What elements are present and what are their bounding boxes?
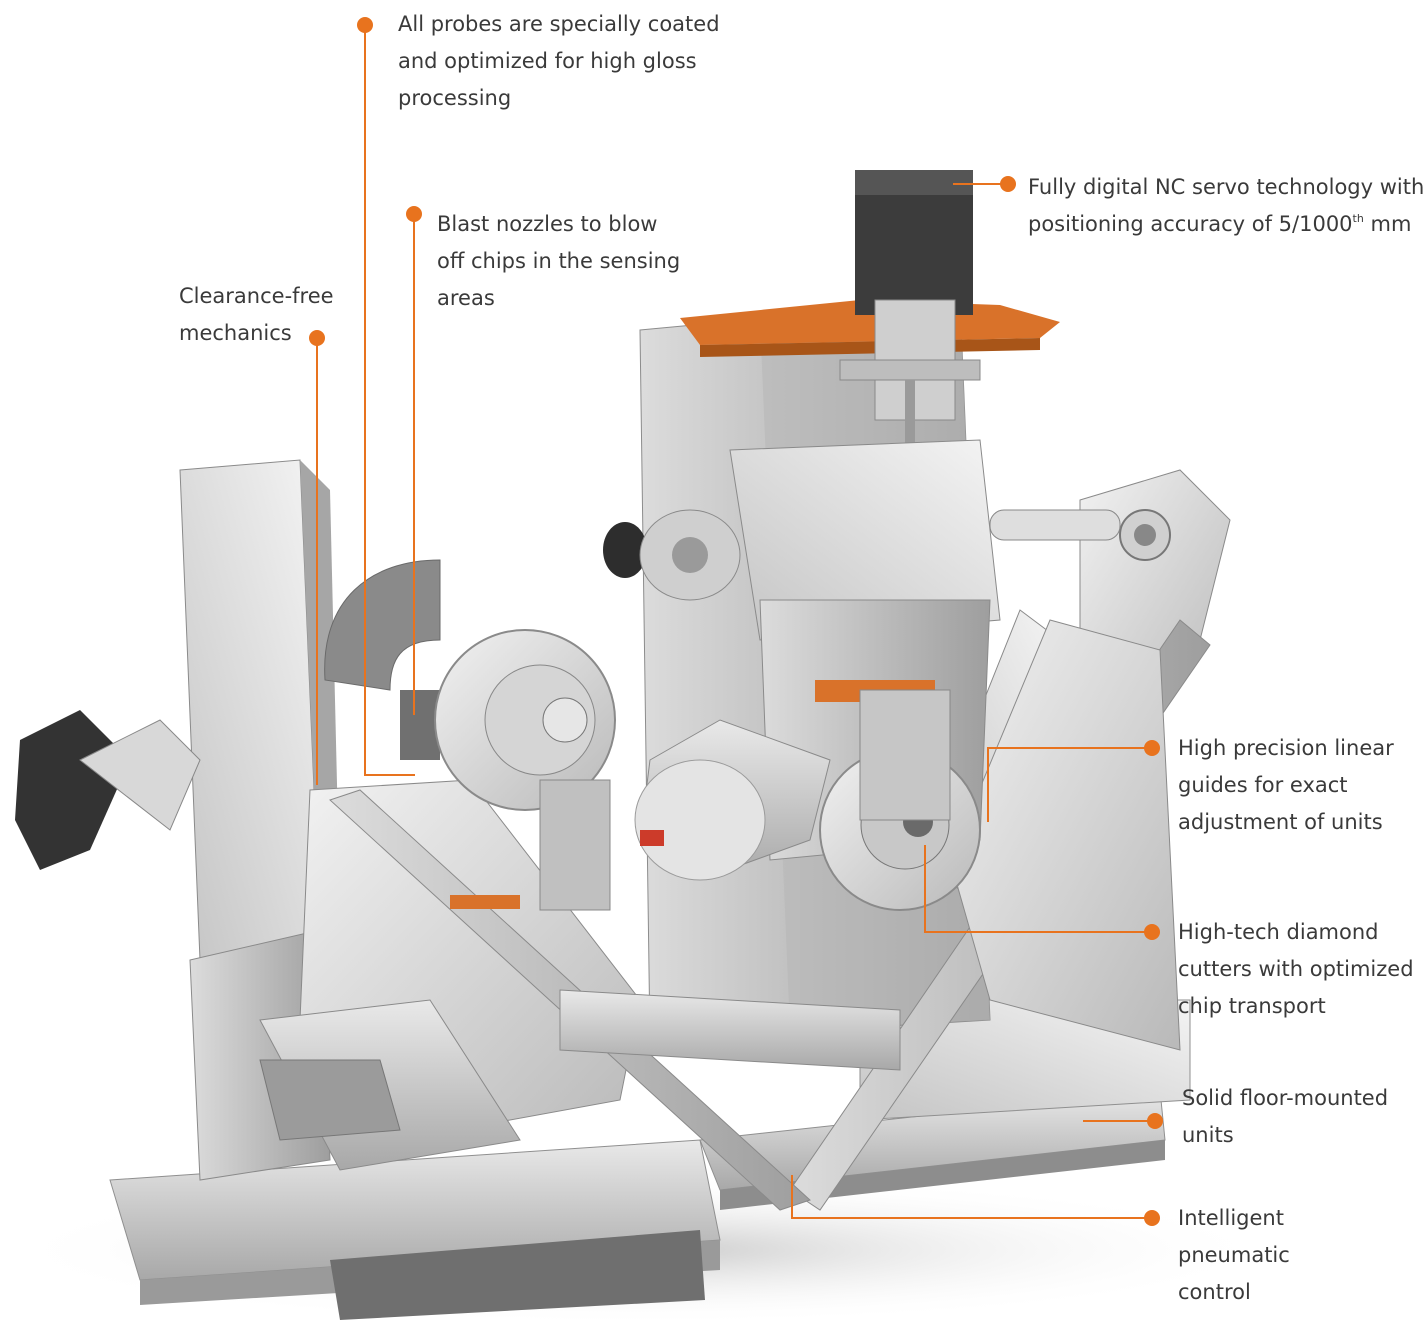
label-floor-mounted: Solid floor-mounted units (1182, 1080, 1388, 1154)
label-nc-servo-suffix: mm (1363, 212, 1412, 236)
label-linear-line: High precision linear (1178, 736, 1394, 760)
label-blast-line: off chips in the sensing (437, 249, 681, 273)
label-clearance-free: Clearance-free mechanics (179, 278, 334, 352)
label-linear-line: guides for exact (1178, 773, 1348, 797)
label-blast-line: areas (437, 286, 495, 310)
label-nc-servo: Fully digital NC servo technology with p… (1028, 169, 1424, 243)
label-pneumatic-control: Intelligent pneumatic control (1178, 1200, 1290, 1311)
label-clearance-line: Clearance-free (179, 284, 334, 308)
label-nc-servo-prefix: positioning accuracy of 5/1000 (1028, 212, 1353, 236)
label-blast-nozzles: Blast nozzles to blow off chips in the s… (437, 206, 680, 317)
probes-dot (357, 17, 373, 33)
label-probes-line: processing (398, 86, 512, 110)
label-linear-guides: High precision linear guides for exact a… (1178, 730, 1394, 841)
label-nc-servo-line: positioning accuracy of 5/1000th mm (1028, 206, 1424, 243)
clearance-dot (309, 330, 325, 346)
label-probes-line: All probes are specially coated (398, 12, 720, 36)
label-linear-line: adjustment of units (1178, 810, 1383, 834)
label-pneumatic-line: Intelligent (1178, 1206, 1284, 1230)
label-diamond-line: cutters with optimized (1178, 957, 1414, 981)
label-pneumatic-line: control (1178, 1280, 1251, 1304)
label-floor-line: Solid floor-mounted (1182, 1086, 1389, 1110)
label-pneumatic-line: pneumatic (1178, 1243, 1290, 1267)
label-probes: All probes are specially coated and opti… (398, 6, 720, 117)
label-floor-line: units (1182, 1123, 1234, 1147)
label-diamond-line: High-tech diamond (1178, 920, 1379, 944)
nc-servo-dot (1000, 176, 1016, 192)
floor-dot (1147, 1113, 1163, 1129)
blast-dot (406, 206, 422, 222)
label-clearance-line: mechanics (179, 321, 292, 345)
label-nc-servo-line: Fully digital NC servo technology with (1028, 175, 1425, 199)
pneumatic-leader (791, 1175, 1152, 1219)
label-nc-servo-sup: th (1352, 212, 1364, 225)
linear-dot (1144, 740, 1160, 756)
label-probes-line: and optimized for high gloss (398, 49, 697, 73)
probes-leader (364, 25, 415, 776)
diamond-dot (1144, 924, 1160, 940)
pneumatic-dot (1144, 1210, 1160, 1226)
linear-leader (987, 747, 1152, 822)
diamond-leader (924, 845, 1152, 933)
label-diamond-cutters: High-tech diamond cutters with optimized… (1178, 914, 1414, 1025)
label-blast-line: Blast nozzles to blow (437, 212, 658, 236)
label-diamond-line: chip transport (1178, 994, 1326, 1018)
